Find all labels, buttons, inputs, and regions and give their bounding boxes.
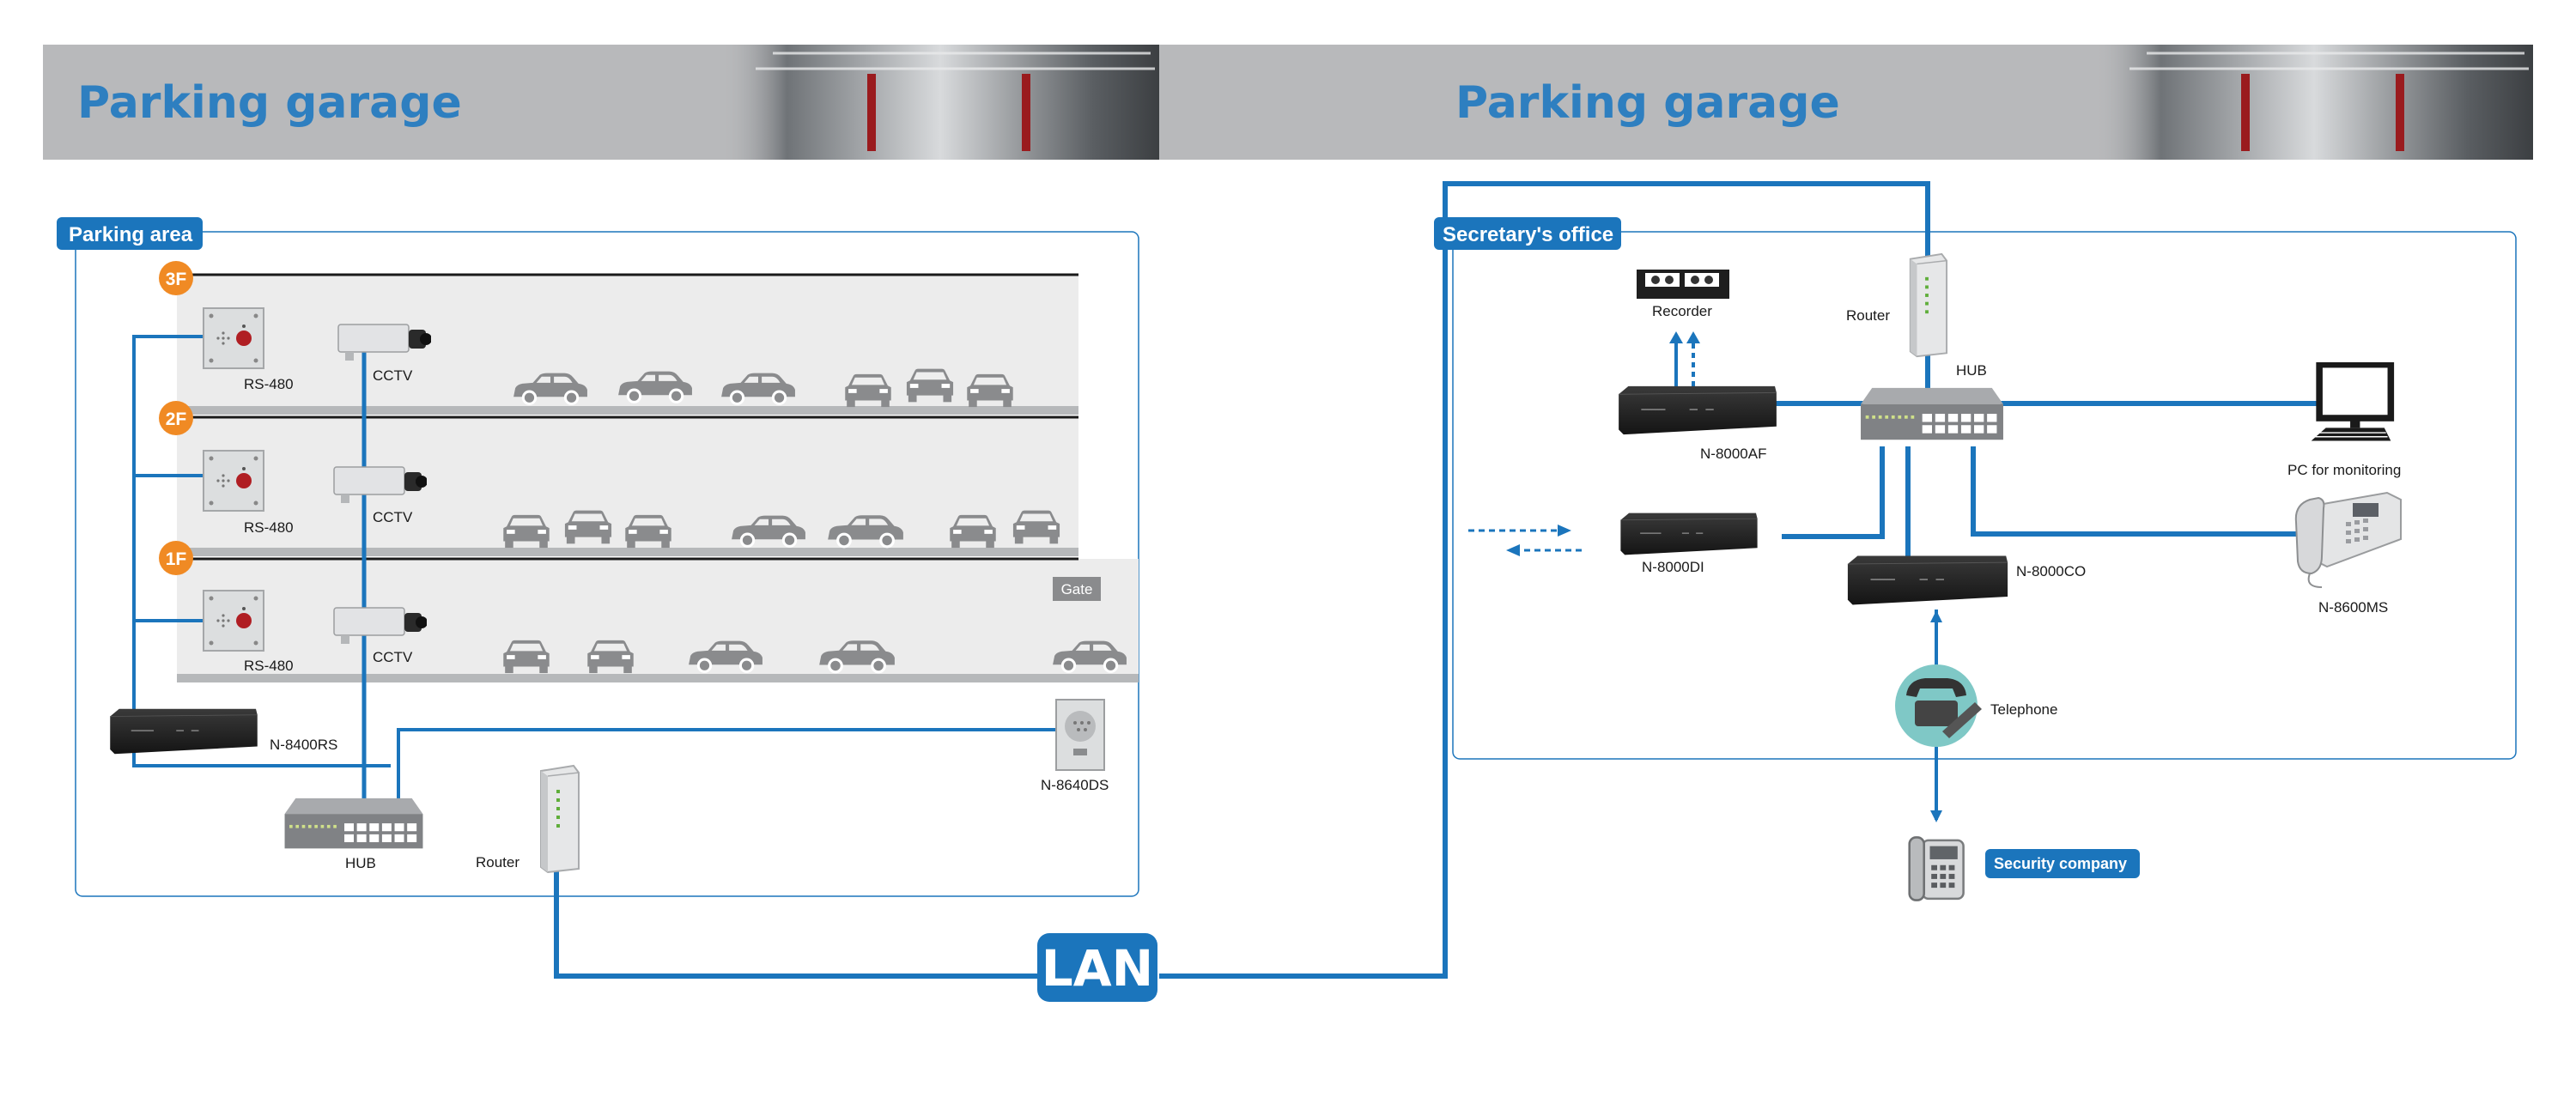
telephone-line xyxy=(1930,610,1942,822)
router-label-parking: Router xyxy=(476,854,519,870)
parking-area-label: Parking area xyxy=(69,223,193,246)
telephone-label: Telephone xyxy=(1990,701,2057,718)
hub-label-parking: HUB xyxy=(345,855,376,871)
cctv-label-3f: CCTV xyxy=(373,367,413,384)
parking-area-tag: Parking area xyxy=(57,217,203,250)
lan-label: LAN xyxy=(1042,939,1153,998)
rs480-label-1f: RS-480 xyxy=(244,658,294,674)
rs480-panel-icon xyxy=(203,307,264,369)
n8640ds-line xyxy=(397,728,1065,803)
secretary-office-border xyxy=(1452,231,2517,760)
floor-3-slab xyxy=(177,406,1078,415)
desk-phone-icon xyxy=(2294,492,2402,588)
n8000co-device xyxy=(1847,555,2008,606)
floor-badge-3f-label: 3F xyxy=(166,270,187,289)
n8640ds-label: N-8640DS xyxy=(1041,777,1109,793)
n8400rs-device xyxy=(109,708,258,755)
rs480-wiring xyxy=(132,335,391,767)
floor-1-band xyxy=(177,559,1139,677)
hub-icon xyxy=(1861,387,2003,440)
recorder-arrows xyxy=(1669,331,1700,388)
gate-sign: Gate xyxy=(1053,577,1101,601)
floor-2-slab xyxy=(177,548,1078,556)
n8600ms-label: N-8600MS xyxy=(2318,599,2388,616)
n8640ds-device xyxy=(1055,699,1105,771)
hub-label-office: HUB xyxy=(1956,362,1987,379)
rs480-label-3f: RS-480 xyxy=(244,376,294,392)
rs480-panel-icon xyxy=(203,450,264,512)
secretary-office-tag: Secretary's office xyxy=(1434,217,1621,250)
pc-monitoring-label: PC for monitoring xyxy=(2287,462,2401,478)
security-company-tag: Security company xyxy=(1985,849,2140,878)
n8400rs-label: N-8400RS xyxy=(270,737,337,753)
n8000af-label: N-8000AF xyxy=(1700,446,1766,462)
floor-badge-2f: 2F xyxy=(159,401,193,435)
right-header-banner: Parking garage xyxy=(1159,45,2533,160)
lan-badge: LAN xyxy=(1037,933,1157,1002)
n8000di-arrows xyxy=(1468,525,1582,556)
telephone-icon xyxy=(1895,664,1982,747)
left-header-banner: Parking garage xyxy=(43,45,1159,160)
floor-badge-1f: 1F xyxy=(159,541,193,575)
pc-icon xyxy=(2312,365,2391,441)
cctv-label-2f: CCTV xyxy=(373,509,413,525)
rs480-panel-icon xyxy=(203,590,264,652)
floor-badge-2f-label: 2F xyxy=(166,409,187,429)
floor-badge-1f-label: 1F xyxy=(166,549,187,569)
recorder-label: Recorder xyxy=(1652,303,1712,319)
left-header-title: Parking garage xyxy=(77,77,462,129)
n8000di-label: N-8000DI xyxy=(1642,559,1704,575)
n8000af-device xyxy=(1618,385,1777,435)
floor-badge-3f: 3F xyxy=(159,261,193,295)
n8000co-label: N-8000CO xyxy=(2016,563,2086,579)
cctv-label-1f: CCTV xyxy=(373,649,413,665)
router-icon xyxy=(1909,252,1948,358)
floor-1-slab xyxy=(177,674,1139,682)
lan-line-left xyxy=(554,867,1039,979)
hub-icon xyxy=(284,798,423,849)
gate-label: Gate xyxy=(1061,581,1093,597)
rs480-label-2f: RS-480 xyxy=(244,519,294,536)
n8000di-device xyxy=(1619,513,1759,555)
router-label-office: Router xyxy=(1846,307,1890,324)
right-header-title: Parking garage xyxy=(1455,77,1840,129)
secretary-office-label: Secretary's office xyxy=(1443,223,1613,246)
router-icon xyxy=(540,765,580,873)
recorder-icon xyxy=(1637,270,1729,299)
phone-icon xyxy=(1908,835,1965,902)
security-company-label: Security company xyxy=(1994,855,2127,872)
lan-line-right xyxy=(1159,181,1930,979)
office-wiring xyxy=(1773,352,2325,567)
